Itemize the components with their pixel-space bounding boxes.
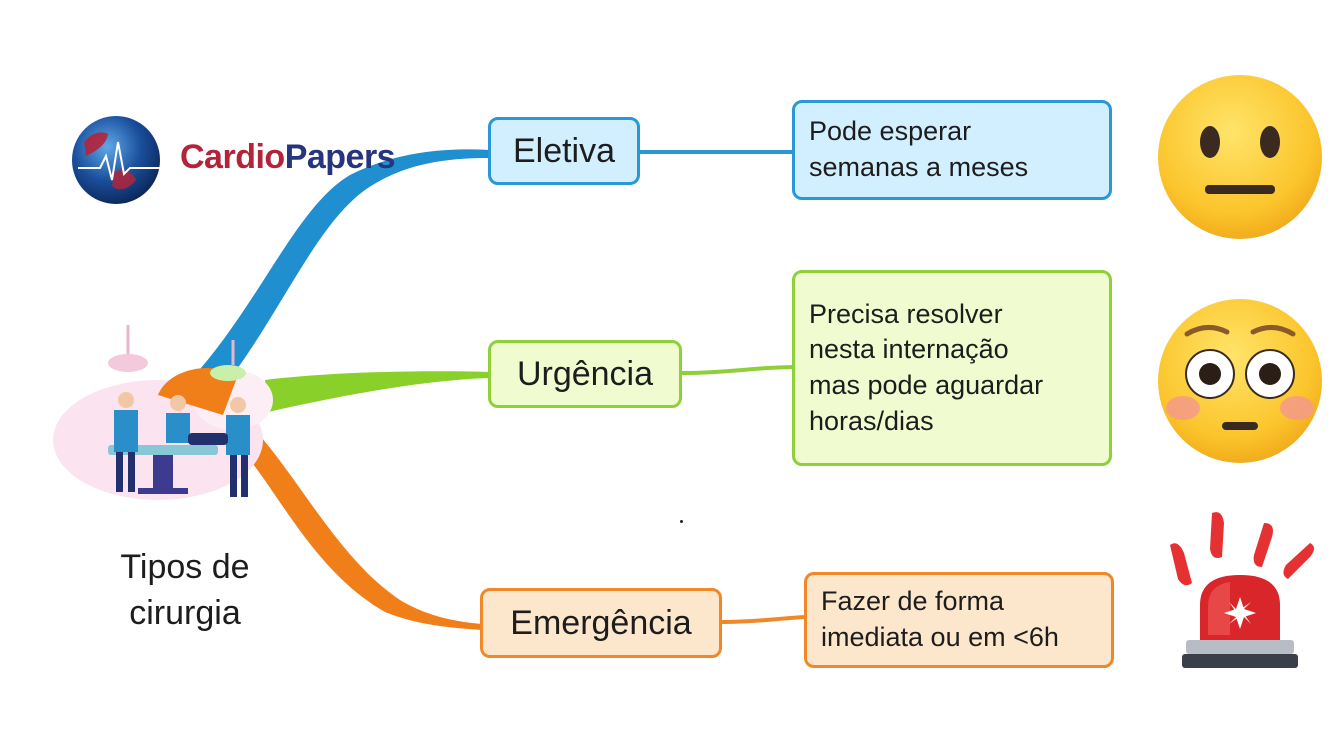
desc-line: mas pode aguardar	[809, 370, 1044, 400]
neutral-face-emoji-icon	[1158, 75, 1322, 239]
node-urgencia: Urgência	[488, 340, 682, 408]
logo-wordmark-papers: Papers	[284, 138, 396, 176]
desc-emergencia: Fazer de forma imediata ou em <6h	[804, 572, 1114, 668]
desc-line: Pode esperar	[809, 116, 972, 147]
node-eletiva-label: Eletiva	[512, 131, 616, 170]
central-topic-label: Tipos de cirurgia	[70, 545, 300, 637]
stray-dot	[680, 520, 683, 523]
node-emergencia: Emergência	[480, 588, 722, 658]
central-topic-line: cirurgia	[129, 593, 241, 632]
logo-globe-icon	[72, 116, 160, 204]
desc-line: horas/dias	[809, 405, 934, 436]
node-urgencia-label: Urgência	[516, 354, 654, 393]
flushed-face-emoji-icon	[1158, 299, 1322, 463]
desc-line: Precisa resolver	[809, 298, 1003, 329]
logo-wordmark-cardio: Cardio	[180, 138, 285, 176]
desc-line: imediata ou em <6h	[821, 622, 1059, 652]
desc-line: semanas a meses	[809, 152, 1029, 182]
logo-wordmark: CardioPapers	[180, 138, 396, 177]
desc-line: Fazer de forma	[821, 586, 1005, 617]
node-eletiva: Eletiva	[488, 117, 640, 185]
node-emergencia-label: Emergência	[510, 603, 692, 642]
connector-urgencia	[681, 365, 794, 375]
operating-room-illustration	[53, 325, 273, 500]
rotating-siren-light-emoji-icon	[1170, 512, 1314, 668]
central-topic-line: Tipos de	[120, 548, 250, 586]
desc-line: nesta internação	[809, 334, 1009, 365]
desc-eletiva: Pode esperar semanas a meses	[792, 100, 1112, 200]
branch-emergencia-ribbon	[250, 430, 482, 630]
branch-eletiva-ribbon	[165, 149, 490, 410]
branch-urgencia-ribbon	[265, 371, 490, 412]
connector-emergencia	[721, 615, 807, 624]
desc-urgencia: Precisa resolver nesta internação mas po…	[792, 270, 1112, 466]
